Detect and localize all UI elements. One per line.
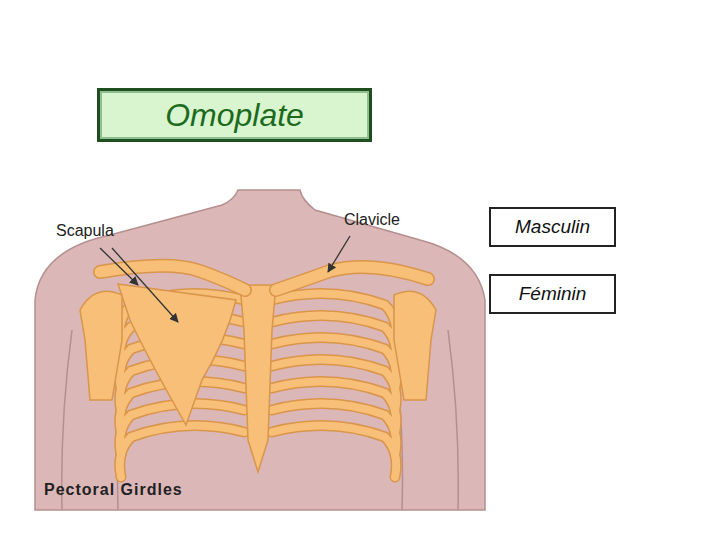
humerus-right	[394, 291, 436, 400]
leader-lines	[100, 236, 350, 322]
title-box: Omoplate	[97, 88, 372, 142]
scapula-bone	[118, 284, 236, 425]
clavicles	[100, 266, 428, 290]
sternum	[240, 285, 276, 472]
title: Omoplate	[165, 97, 304, 134]
option-box: Féminin	[489, 274, 616, 314]
part-label: Clavicle	[344, 211, 400, 229]
figure-caption-label: Pectoral Girdles	[44, 481, 183, 499]
part-label: Scapula	[56, 222, 114, 240]
humerus-left	[80, 291, 122, 400]
option-box: Masculin	[489, 207, 616, 247]
body-silhouette	[35, 190, 485, 510]
box-text: Féminin	[519, 283, 587, 305]
box-text: Masculin	[515, 216, 590, 238]
